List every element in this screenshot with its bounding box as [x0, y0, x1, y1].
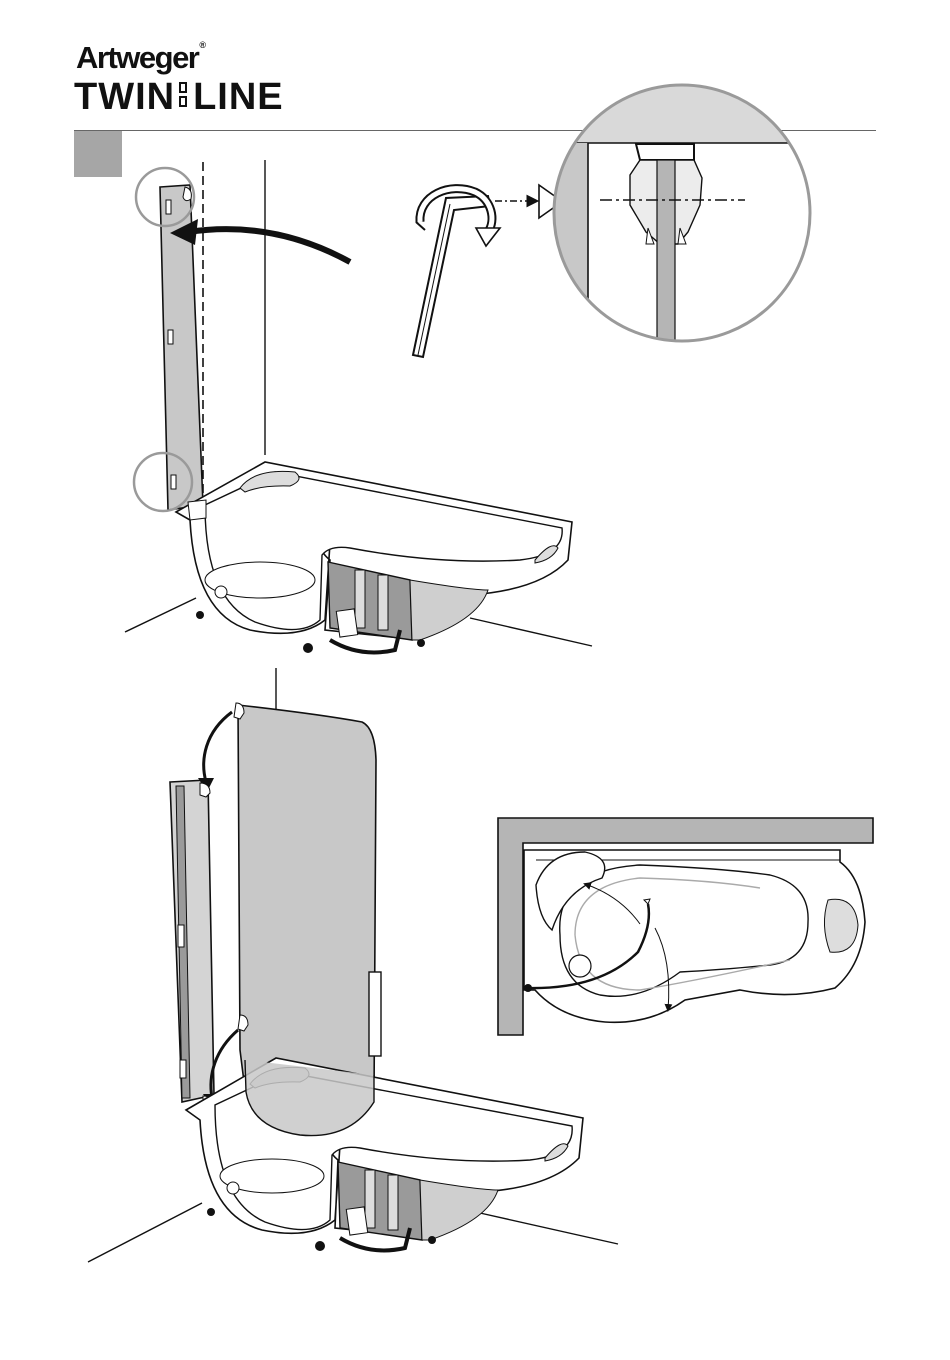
door-handle [369, 972, 381, 1056]
wall-profile-panel-2 [170, 780, 214, 1102]
floor-line-left [125, 598, 196, 632]
hinge-arrow-top [204, 712, 232, 782]
plan-drain [569, 955, 591, 977]
bathtub-top [176, 462, 572, 653]
swing-arrow [188, 229, 350, 262]
allen-key-icon [413, 196, 490, 357]
floor-line-right-2 [480, 1213, 618, 1244]
floor-line-left-2 [88, 1203, 202, 1262]
top-illustration [125, 80, 820, 653]
plan-view [498, 818, 873, 1035]
floor-line-right [470, 618, 592, 646]
